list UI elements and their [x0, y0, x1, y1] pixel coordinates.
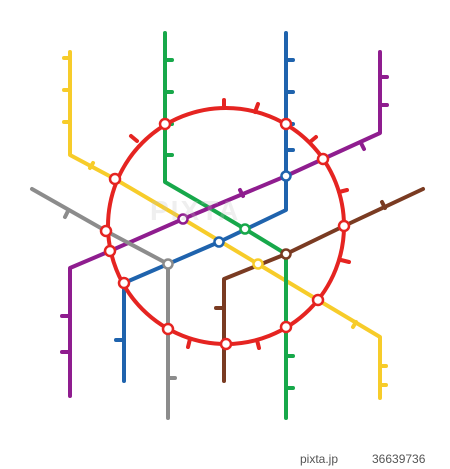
station-ring-left[interactable]	[103, 244, 117, 258]
station-ring-lower-right[interactable]	[311, 293, 325, 307]
station-yellow-inner[interactable]	[252, 258, 264, 270]
watermark-brand: pixta.jp	[300, 452, 339, 466]
station-ring-lower-left[interactable]	[117, 276, 131, 290]
red-ring-line	[106, 98, 351, 350]
station-gray-inner[interactable]	[162, 258, 174, 270]
brown-line	[214, 187, 425, 383]
station-ring-top-left[interactable]	[158, 117, 172, 131]
station-green-inner[interactable]	[239, 223, 251, 235]
station-ring-bottom[interactable]	[219, 337, 233, 351]
watermark-bar: pixta.jp 36639736	[0, 448, 450, 469]
station-ring-right[interactable]	[337, 219, 351, 233]
watermark-id: 36639736	[372, 452, 426, 466]
green-line	[163, 31, 295, 420]
purple-line	[60, 50, 389, 398]
station-brown-green[interactable]	[280, 248, 292, 260]
station-ring-top-right[interactable]	[279, 117, 293, 131]
station-ring-west[interactable]	[99, 224, 113, 238]
station-ring-bottom-left[interactable]	[161, 322, 175, 336]
station-blue-inner[interactable]	[213, 236, 225, 248]
stations	[99, 117, 351, 351]
gray-line	[30, 187, 177, 420]
station-ring-upper-right[interactable]	[316, 152, 330, 166]
station-blue-purple[interactable]	[280, 170, 292, 182]
station-purple-yellow[interactable]	[177, 213, 189, 225]
station-ring-bottom-right[interactable]	[279, 320, 293, 334]
station-ring-upper-left[interactable]	[108, 172, 122, 186]
